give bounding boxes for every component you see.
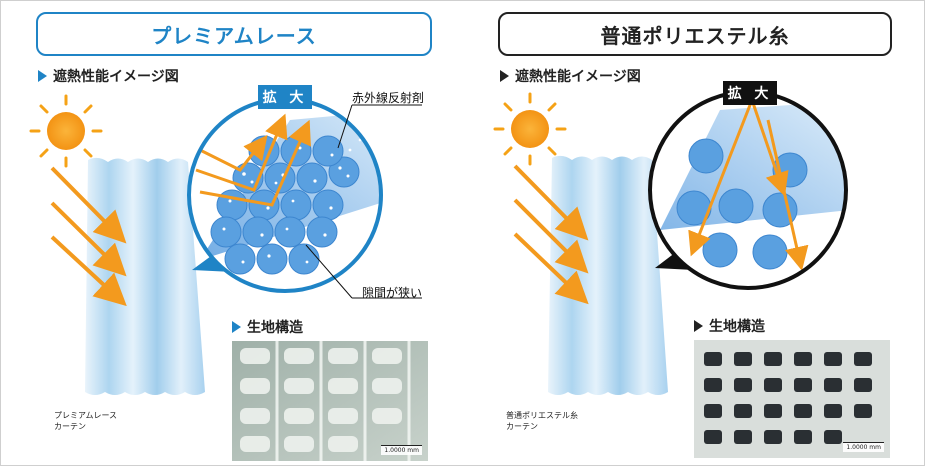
right-heat-section-text: 遮熱性能イメージ図 — [515, 69, 641, 85]
left-heat-section-label: 遮熱性能イメージ図 — [38, 66, 179, 86]
left-heat-section-text: 遮熱性能イメージ図 — [53, 69, 179, 85]
infrared-reflector-callout: 赤外線反射剤 — [352, 91, 425, 105]
sun-icon — [493, 92, 567, 166]
right-curtain-caption: 普通ポリエステル糸 カーテン — [506, 411, 578, 431]
right-fabric-photo-art — [694, 340, 890, 458]
triangle-bullet-icon — [232, 321, 241, 333]
right-zoom-badge: 拡 大 — [723, 81, 777, 105]
premium-lace-title: プレミアムレース — [36, 12, 432, 56]
triangle-bullet-icon — [38, 70, 47, 82]
left-scale-label: 1.0000 mm — [381, 445, 422, 455]
right-heat-section-label: 遮熱性能イメージ図 — [500, 66, 641, 86]
triangle-bullet-icon — [500, 70, 509, 82]
right-heat-arrows — [513, 164, 589, 305]
left-fabric-photo: 1.0000 mm — [232, 341, 428, 461]
right-fabric-section-text: 生地構造 — [709, 319, 765, 335]
left-heat-arrows — [50, 166, 127, 307]
left-fabric-section-text: 生地構造 — [247, 320, 303, 336]
right-scale-label: 1.0000 mm — [843, 442, 884, 452]
normal-polyester-title: 普通ポリエステル糸 — [498, 12, 892, 56]
left-curtain — [85, 157, 205, 395]
sun-icon — [29, 94, 103, 168]
triangle-bullet-icon — [694, 320, 703, 332]
left-fabric-photo-art — [232, 341, 428, 461]
narrow-gap-callout: 隙間が狭い — [362, 286, 423, 300]
right-fabric-section-label: 生地構造 — [694, 316, 765, 336]
left-curtain-caption: プレミアムレース カーテン — [54, 411, 118, 431]
left-zoom-badge: 拡 大 — [258, 85, 312, 109]
right-fabric-photo: 1.0000 mm — [694, 340, 890, 458]
left-fabric-section-label: 生地構造 — [232, 317, 303, 337]
